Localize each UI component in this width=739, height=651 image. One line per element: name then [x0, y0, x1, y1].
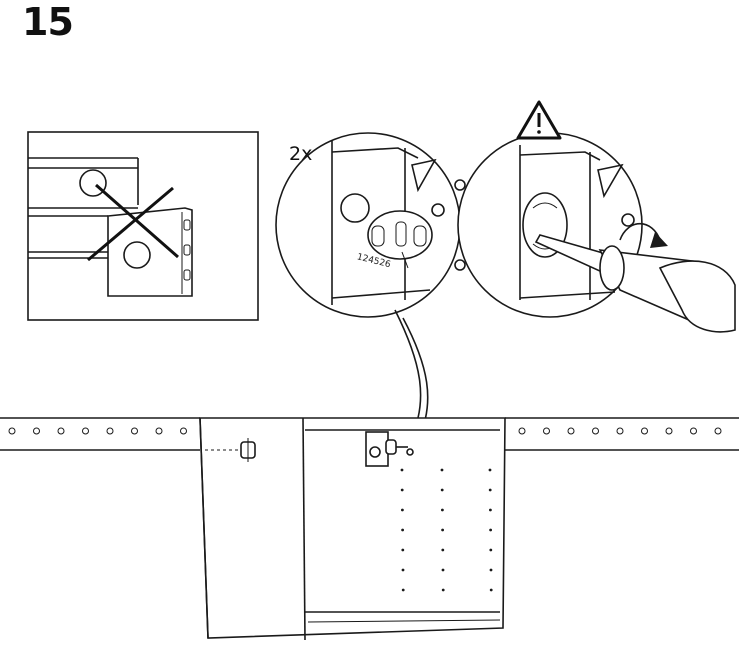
shelf-pin-hole — [401, 508, 404, 512]
shelf-pin-hole — [440, 488, 444, 492]
quantity-label: 2x — [289, 143, 313, 165]
incorrect-inset — [27, 131, 259, 321]
rail-hole — [106, 427, 114, 435]
shelf-pin-hole — [489, 568, 493, 572]
shelf-pin-hole — [401, 588, 405, 592]
shelf-pin-hole — [440, 468, 444, 472]
shelf-pin-hole — [488, 488, 492, 492]
suspension-rail — [0, 417, 739, 451]
inner-hanger-bracket — [365, 431, 414, 467]
step-number: 15 — [22, 0, 74, 44]
rail-holes-right — [518, 427, 722, 435]
rail-hole — [665, 427, 673, 435]
cabinet-wall-section-2 — [519, 145, 635, 300]
rail-hole — [155, 427, 163, 435]
rail-holes-left — [8, 427, 187, 435]
warning-triangle-icon — [516, 100, 562, 140]
rail-hole — [592, 427, 599, 435]
rail-hole — [131, 427, 138, 435]
clockwise-arrow-icon — [619, 222, 668, 248]
wall-hanger-fitting — [367, 210, 433, 269]
rail-hole — [82, 427, 89, 435]
rail-hole — [567, 427, 575, 435]
rail-hole — [57, 427, 65, 435]
cross-out-icon — [87, 183, 179, 262]
shelf-pin-hole — [441, 508, 444, 512]
shelf-pin-hole — [489, 588, 493, 592]
shelf-pin-hole — [488, 468, 492, 472]
rail-section — [28, 157, 139, 259]
wrong-bracket — [107, 207, 193, 297]
shelf-pin-hole — [489, 528, 492, 532]
detail-circle-tighten — [457, 132, 714, 332]
shelf-pin-hole — [441, 548, 445, 552]
detail-circle-hanger: 124526 — [275, 132, 466, 318]
shelf-pin-hole — [441, 528, 444, 532]
shelf-pin-holes — [400, 468, 493, 592]
shelf-pin-hole — [489, 508, 492, 512]
shelf-pin-hole — [401, 568, 405, 572]
rail-hole — [690, 427, 697, 435]
rail-hole — [543, 427, 550, 435]
rail-hole — [33, 427, 40, 435]
shelf-pin-hole — [441, 568, 445, 572]
rail-hole — [518, 427, 526, 435]
shelf-pin-hole — [489, 548, 493, 552]
rail-hole — [616, 427, 624, 435]
rail-hole — [641, 427, 648, 435]
side-hanger-fitting — [240, 438, 256, 462]
shelf-pin-hole — [401, 528, 404, 532]
screwdriver-handle — [658, 260, 736, 333]
wall-cabinet — [199, 417, 506, 641]
shelf-pin-hole — [441, 588, 445, 592]
rail-hole — [8, 427, 16, 435]
rail-hole — [180, 427, 187, 435]
cabinet-opening — [302, 417, 501, 641]
rail-hole — [714, 427, 722, 435]
shelf-pin-hole — [400, 468, 404, 472]
shelf-pin-hole — [400, 488, 404, 492]
shelf-pin-hole — [401, 548, 405, 552]
